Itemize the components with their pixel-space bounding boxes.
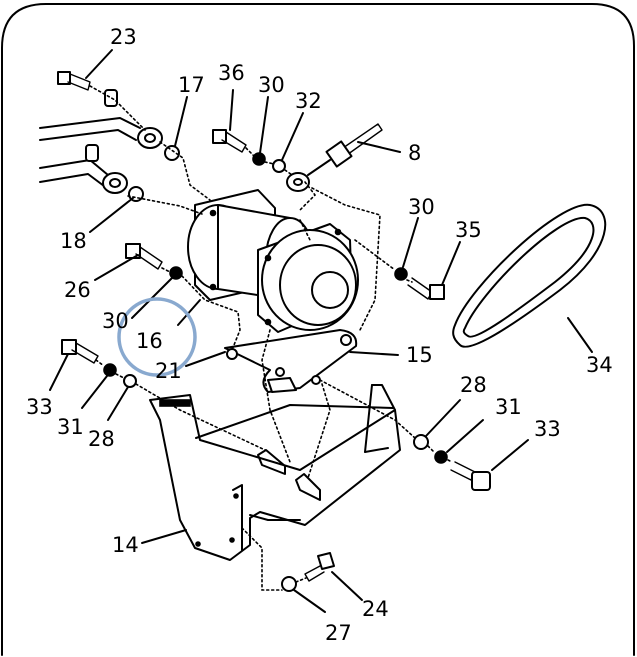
bracket-15 <box>224 329 358 393</box>
washer-28-right <box>413 434 429 450</box>
callout-33-right: 33 <box>534 417 561 441</box>
washer-17 <box>164 145 180 161</box>
bolt-33-left-icon <box>61 339 99 364</box>
washer-30-top <box>252 152 266 166</box>
washer-30-left <box>169 266 183 280</box>
diagram-frame <box>1 3 635 656</box>
callout-34: 34 <box>586 353 613 377</box>
bolt-23-icon <box>57 71 91 91</box>
callout-30-top: 30 <box>258 73 285 97</box>
callout-15: 15 <box>406 343 433 367</box>
callout-labels: 23 17 36 30 32 8 18 30 35 26 30 16 21 15… <box>26 25 613 645</box>
callout-14: 14 <box>112 533 139 557</box>
callout-30-left: 30 <box>102 309 129 333</box>
bolt-26-icon <box>125 243 163 270</box>
callout-32: 32 <box>295 89 322 113</box>
bolt-35-icon <box>407 277 445 300</box>
callout-31-right: 31 <box>495 395 522 419</box>
callout-35: 35 <box>455 218 482 242</box>
callout-28-right: 28 <box>460 373 487 397</box>
callout-26: 26 <box>64 278 91 302</box>
rod-end-8-icon <box>286 123 383 192</box>
callout-21: 21 <box>155 359 182 383</box>
callout-28-left: 28 <box>88 427 115 451</box>
washer-31-right <box>434 450 448 464</box>
washer-28-left <box>123 374 137 388</box>
washer-27 <box>281 576 297 592</box>
bolt-24-icon <box>304 552 335 582</box>
drive-belt <box>452 203 607 348</box>
bolt-33-right-icon <box>450 461 491 491</box>
callout-27: 27 <box>325 621 352 645</box>
callout-31-left: 31 <box>57 415 84 439</box>
assembly-guide-lines <box>89 85 453 591</box>
bolt-36-icon <box>212 129 247 153</box>
callout-24: 24 <box>362 597 389 621</box>
callout-23: 23 <box>110 25 137 49</box>
callout-16: 16 <box>136 329 163 353</box>
callout-30-right: 30 <box>408 195 435 219</box>
compressor-16 <box>187 189 359 333</box>
callout-17: 17 <box>178 73 205 97</box>
leader-lines <box>49 49 593 613</box>
callout-8: 8 <box>408 141 421 165</box>
washer-31-left <box>103 363 117 377</box>
callout-36: 36 <box>218 61 245 85</box>
callout-33-left: 33 <box>26 395 53 419</box>
base-bracket-14 <box>149 384 401 561</box>
highlight-circle <box>117 297 197 377</box>
washer-30-right <box>394 267 408 281</box>
washer-32 <box>272 159 286 173</box>
hose-fittings <box>39 89 163 194</box>
callout-18: 18 <box>60 229 87 253</box>
